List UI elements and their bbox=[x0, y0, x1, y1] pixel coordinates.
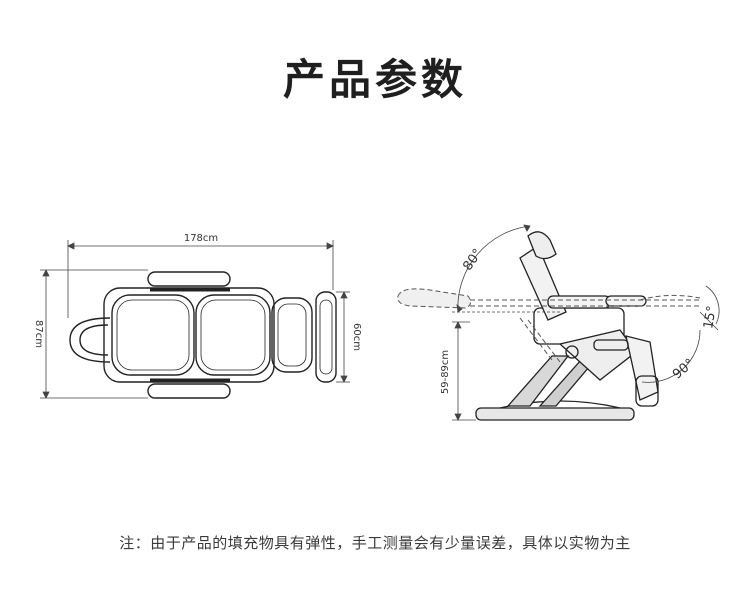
side-view-angle-guides bbox=[452, 224, 720, 421]
side-view-reclined-outline bbox=[397, 288, 701, 363]
footnote: 注：由于产品的填充物具有弹性，手工测量会有少量误差，具体以实物为主 bbox=[119, 534, 631, 552]
top-view-dimensions bbox=[40, 240, 350, 399]
top-view-drawing bbox=[69, 271, 337, 399]
side-view-drawing bbox=[475, 231, 659, 421]
width-dimension-label: 87cm bbox=[33, 320, 44, 348]
page-title: 产品参数 bbox=[282, 55, 467, 104]
backrest-angle-label: 80° bbox=[460, 246, 486, 273]
height-dimension-label: 59-89cm bbox=[440, 350, 451, 394]
seat-width-dimension-label: 60cm bbox=[351, 323, 362, 351]
footrest-angle-label: 15° bbox=[701, 305, 720, 330]
length-dimension-label: 178cm bbox=[184, 233, 218, 244]
leg-angle-label: 90° bbox=[670, 356, 697, 382]
